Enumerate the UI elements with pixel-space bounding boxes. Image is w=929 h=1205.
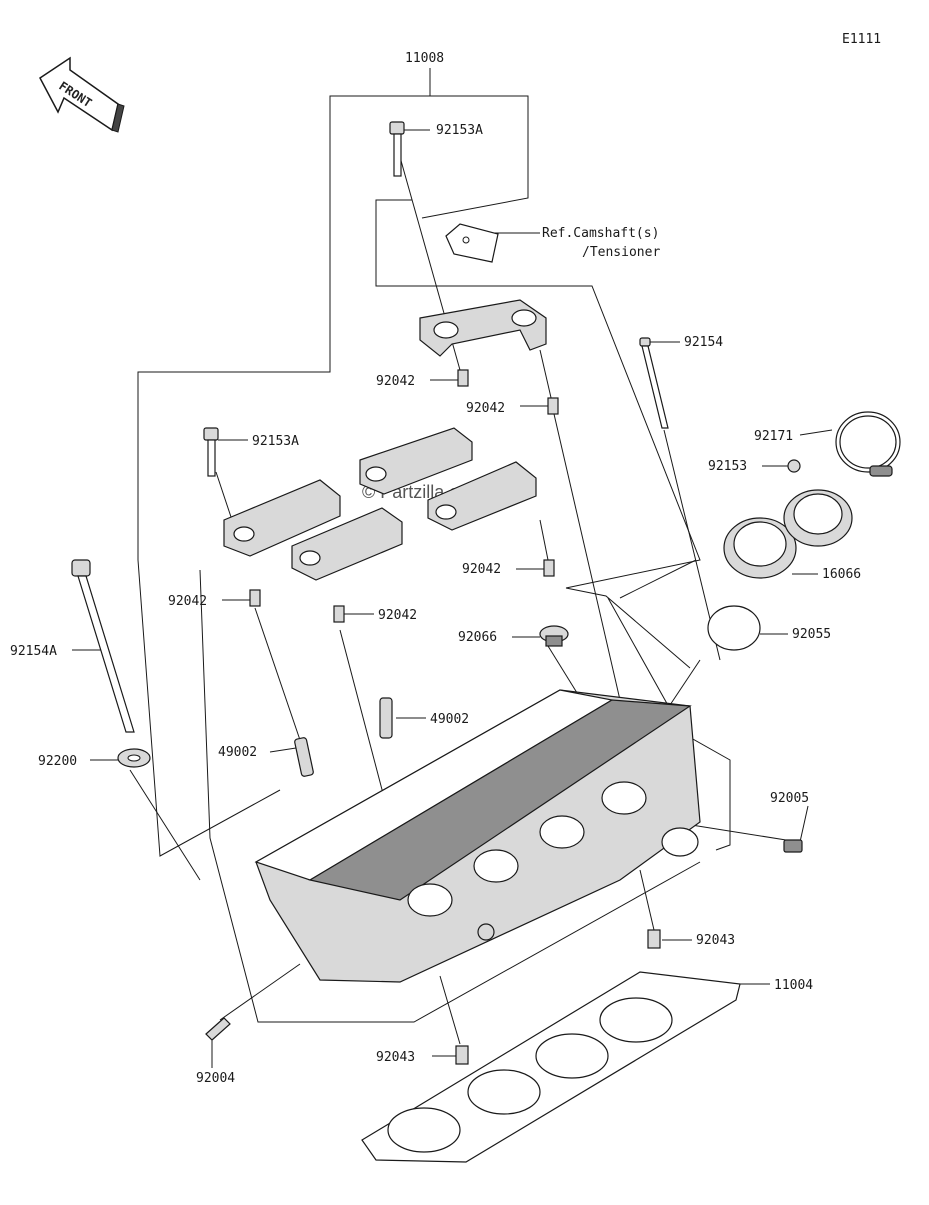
label-92005[interactable]: 92005	[770, 791, 809, 806]
label-16066[interactable]: 16066	[822, 567, 861, 582]
bolt-92153A-left	[203, 427, 219, 477]
label-92042-d[interactable]: 92042	[168, 594, 207, 609]
label-92200[interactable]: 92200	[38, 754, 77, 769]
bolt-92154	[639, 337, 669, 429]
label-92043-b[interactable]: 92043	[376, 1050, 415, 1065]
label-92042-a[interactable]: 92042	[376, 374, 415, 389]
dowel-92042-b	[547, 397, 559, 415]
label-92066[interactable]: 92066	[458, 630, 497, 645]
dowel-92042-d	[249, 589, 261, 607]
label-92153A-top[interactable]: 92153A	[436, 123, 483, 138]
label-92154A[interactable]: 92154A	[10, 644, 57, 659]
gasket-11004	[361, 971, 741, 1163]
label-92171[interactable]: 92171	[754, 429, 793, 444]
label-92043-a[interactable]: 92043	[696, 933, 735, 948]
front-arrow-icon: FRONT	[39, 56, 125, 133]
dowel-92042-a	[457, 369, 469, 387]
o-ring-92055	[707, 605, 761, 651]
washer-92200	[117, 748, 151, 768]
guide-49002-a	[379, 697, 393, 739]
bolt-92153A-top	[389, 121, 405, 177]
stud-92004	[205, 1017, 231, 1041]
dowel-92042-e	[333, 605, 345, 623]
camshaft-cap-3	[359, 427, 473, 495]
dowel-92042-c	[543, 559, 555, 577]
fitting-92005	[783, 839, 803, 853]
holder-16066	[723, 489, 853, 579]
label-92004[interactable]: 92004	[196, 1071, 235, 1086]
label-92154[interactable]: 92154	[684, 335, 723, 350]
label-92042-c[interactable]: 92042	[462, 562, 501, 577]
dowel-92043-a	[647, 929, 661, 949]
guide-49002-b	[294, 737, 314, 777]
label-ref-tensioner[interactable]: /Tensioner	[582, 245, 660, 260]
bolt-92154A	[71, 559, 135, 733]
assembly-bracket-lines	[137, 68, 731, 1023]
clamp-92171	[835, 411, 901, 477]
label-49002-a[interactable]: 49002	[430, 712, 469, 727]
camshaft-cap-1	[223, 479, 341, 557]
label-92055[interactable]: 92055	[792, 627, 831, 642]
label-92042-b[interactable]: 92042	[466, 401, 505, 416]
label-ref-camshaft[interactable]: Ref.Camshaft(s)	[542, 226, 659, 241]
cylinder-head	[254, 689, 701, 983]
camshaft-tensioner-ref	[445, 223, 499, 263]
camshaft-cap-4	[427, 461, 537, 531]
bolt-92153	[787, 459, 801, 473]
plug-92066	[539, 625, 569, 647]
label-92153A-left[interactable]: 92153A	[252, 434, 299, 449]
label-11004[interactable]: 11004	[774, 978, 813, 993]
camshaft-cap-top	[419, 299, 547, 357]
label-11008[interactable]: 11008	[405, 51, 444, 66]
camshaft-cap-2	[291, 507, 403, 581]
label-92153[interactable]: 92153	[708, 459, 747, 474]
dowel-92043-b	[455, 1045, 469, 1065]
diagram-code: E1111	[842, 32, 881, 47]
label-92042-e[interactable]: 92042	[378, 608, 417, 623]
label-49002-b[interactable]: 49002	[218, 745, 257, 760]
